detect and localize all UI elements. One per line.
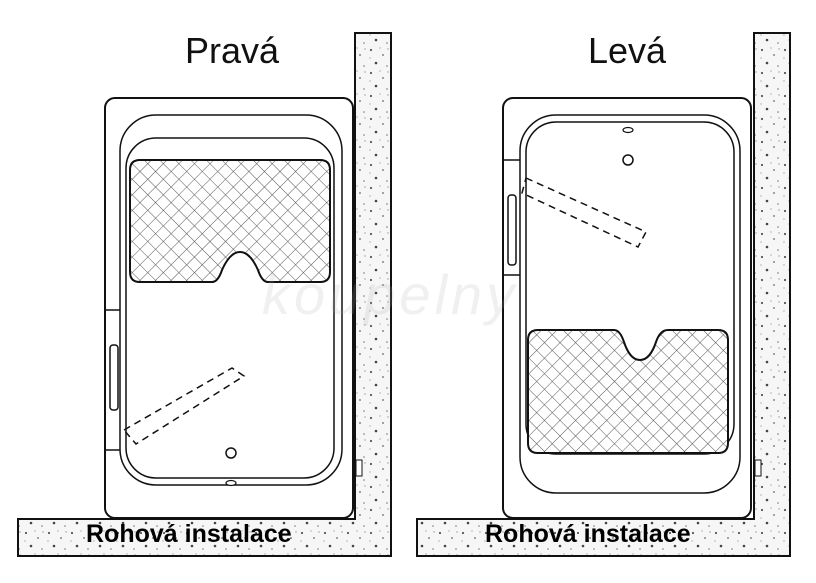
drain-pipe-dashed — [521, 176, 648, 248]
caption-left: Rohová instalace — [86, 520, 292, 548]
wall-right-panel — [416, 32, 791, 557]
drain-icon — [622, 154, 634, 166]
valve-icon — [355, 459, 363, 477]
panel-right-install — [17, 32, 392, 557]
valve-icon — [754, 459, 762, 477]
watermark: koupelny — [262, 263, 519, 326]
anti-slip-mat — [129, 159, 331, 283]
handle-icon — [109, 344, 119, 411]
overflow-icon — [622, 126, 634, 134]
caption-right: Rohová instalace — [485, 520, 691, 548]
wall-left-panel — [17, 32, 392, 557]
panel-title-leva: Levá — [588, 30, 667, 71]
drain-pipe-dashed — [122, 367, 246, 445]
panel-left-install — [416, 32, 791, 557]
handle-icon — [507, 194, 517, 266]
drain-icon — [225, 447, 237, 459]
panel-title-prava: Pravá — [185, 30, 280, 71]
anti-slip-mat — [527, 329, 729, 454]
overflow-icon — [225, 479, 237, 487]
